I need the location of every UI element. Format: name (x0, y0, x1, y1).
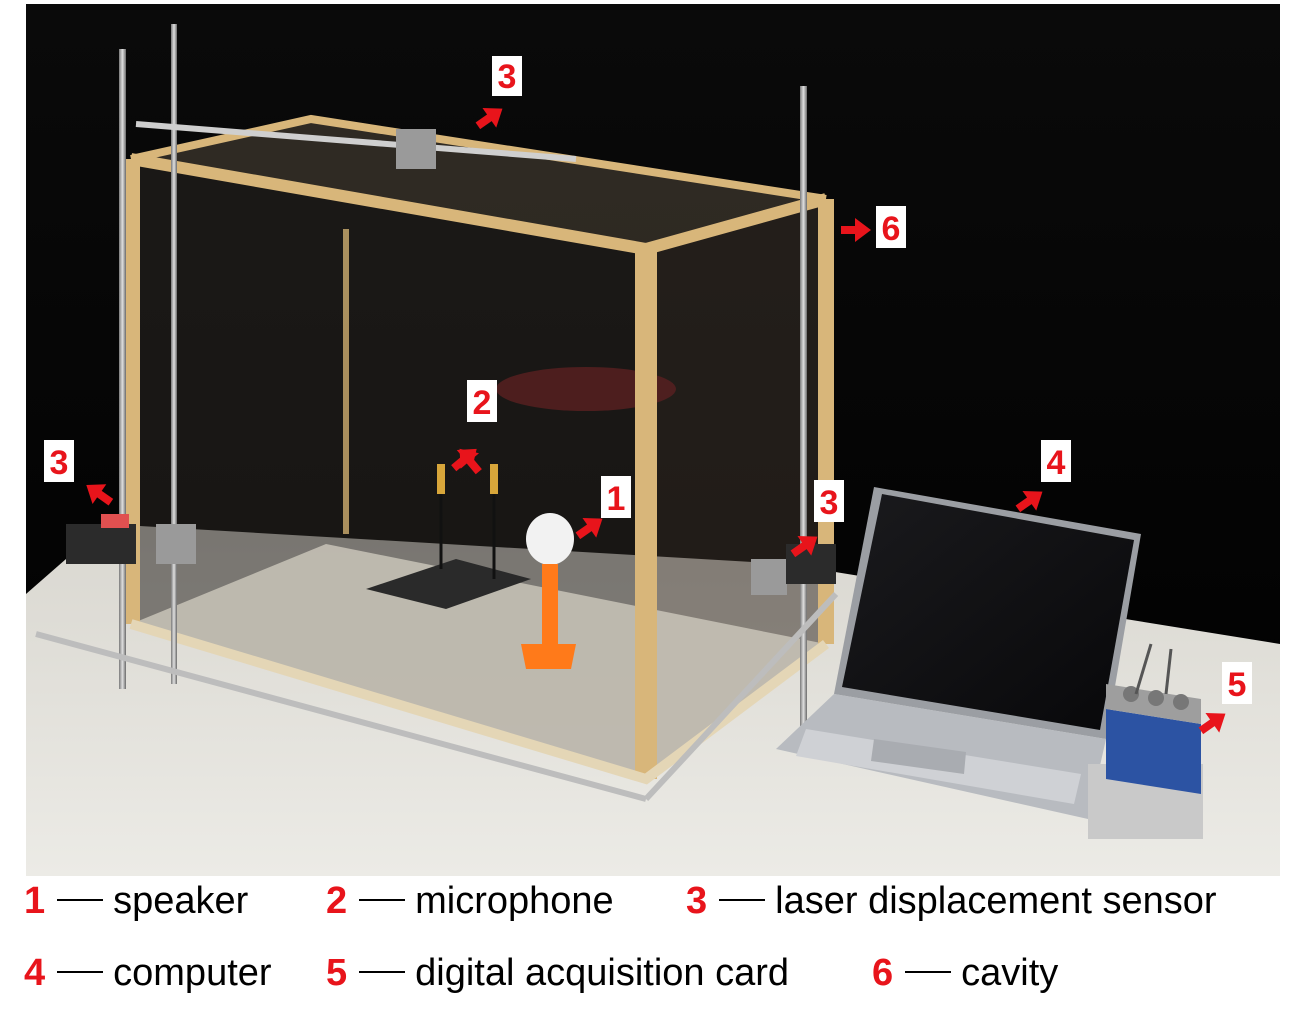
legend-dash (359, 898, 406, 901)
legend-dash (57, 898, 104, 901)
microphones (437, 464, 498, 579)
legend-number: 3 (686, 880, 708, 922)
marker-laser-left: 3 (44, 440, 118, 512)
laser-sensor-left (66, 524, 136, 564)
svg-text:2: 2 (473, 384, 492, 422)
laptop (776, 487, 1141, 819)
legend-item-cavity: 6 cavity (872, 950, 1058, 996)
legend-dash (359, 970, 406, 973)
svg-text:1: 1 (607, 480, 626, 518)
marker-daq: 5 (1194, 662, 1252, 741)
legend-item-digital-acquisition-card: 5 digital acquisition card (326, 950, 789, 996)
marker-cavity: 6 (841, 206, 906, 248)
daq-card (1088, 643, 1203, 839)
legend-dash (719, 898, 766, 901)
legend-number: 5 (326, 952, 348, 994)
svg-text:3: 3 (50, 444, 69, 482)
marker-laser-right: 3 (786, 480, 844, 564)
legend-label: speaker (113, 880, 249, 922)
legend-item-speaker: 1 speaker (24, 878, 248, 924)
speaker (521, 513, 576, 669)
legend-dash (57, 970, 104, 973)
legend-label: microphone (415, 880, 614, 922)
legend-item-laser-displacement-sensor: 3 laser displacement sensor (686, 878, 1217, 924)
svg-text:5: 5 (1228, 666, 1247, 704)
legend-number: 4 (24, 952, 46, 994)
legend-item-computer: 4 computer (24, 950, 272, 996)
legend-label: cavity (961, 952, 1059, 994)
experimental-setup-photo: 3 6 2 3 1 3 4 5 (26, 4, 1280, 876)
svg-text:6: 6 (882, 210, 901, 248)
legend-row-2: 4 computer 5 digital acquisition card 6 cav… (0, 950, 1290, 1010)
legend-row-1: 1 speaker 2 microphone 3 laser displacement… (0, 878, 1290, 938)
support-rods (35, 24, 839, 802)
legend-label: laser displacement sensor (775, 880, 1217, 922)
legend-number: 6 (872, 952, 894, 994)
marker-computer: 4 (1011, 440, 1071, 519)
legend-dash (905, 970, 952, 973)
legend-item-microphone: 2 microphone (326, 878, 614, 924)
svg-text:4: 4 (1047, 444, 1066, 482)
marker-laser-top: 3 (471, 56, 522, 136)
legend-label: digital acquisition card (415, 952, 790, 994)
svg-text:3: 3 (820, 484, 839, 522)
legend-number: 1 (24, 880, 46, 922)
legend-number: 2 (326, 880, 348, 922)
svg-text:3: 3 (498, 58, 517, 96)
marker-microphone: 2 (446, 380, 497, 480)
marker-speaker: 1 (571, 476, 631, 546)
legend-label: computer (113, 952, 272, 994)
